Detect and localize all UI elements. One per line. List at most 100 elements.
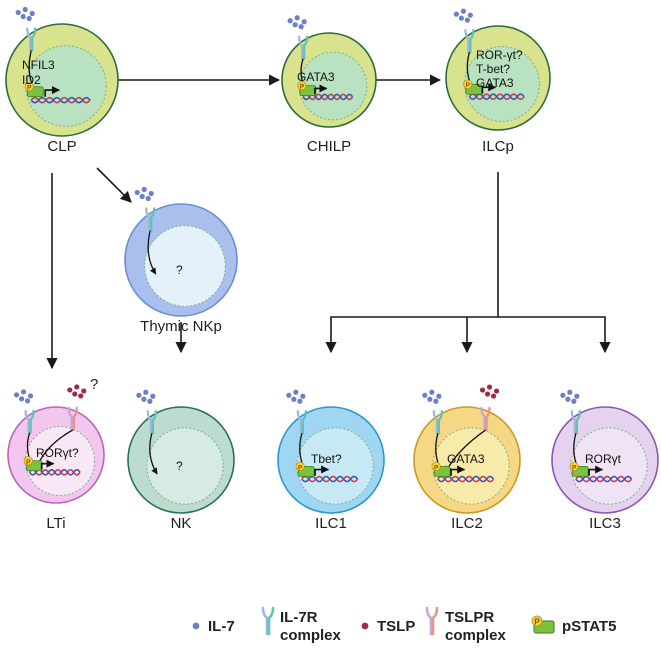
arrow-branch-to-ilc3: [498, 316, 611, 354]
il7r-complex-icon: [145, 207, 151, 232]
il7-dot: [25, 398, 31, 404]
il7-dot: [287, 18, 293, 24]
ilcp-label: ILCp: [482, 138, 514, 155]
legend: IL-7 IL-7R complex TSLP TSLPR complex P …: [192, 606, 616, 644]
clp-label: CLP: [47, 138, 76, 155]
tslp-dot: [479, 387, 486, 393]
pstat5-icon: P: [295, 461, 315, 477]
tslp-question-mark: ?: [90, 376, 98, 393]
thymic-nkp-label: Thymic NKp: [140, 318, 222, 335]
ilcp-factor-text: ROR-γt?: [476, 48, 523, 62]
legend-pstat5-label: pSTAT5: [562, 618, 616, 635]
pstat5-icon: P: [431, 461, 451, 477]
il7-dot: [460, 8, 466, 14]
tslp-dot: [490, 393, 497, 399]
cells: PNFIL3ID2CLPPGATA3CHILPPROR-γt?T-bet?GAT…: [5, 6, 659, 532]
lineage-arrows: [46, 74, 611, 370]
il7r-complex-icon: [432, 410, 438, 435]
il7-dot: [436, 393, 442, 399]
svg-text:P: P: [300, 84, 305, 91]
tslp-dot: [72, 391, 78, 397]
legend-il7-label: IL-7: [208, 618, 235, 635]
ilc1-factor-text: Tbet?: [311, 452, 342, 466]
legend-il7r-icon: [261, 606, 275, 636]
arrow-ilcp-branch: [325, 172, 499, 354]
tslpr-complex-icon: [480, 406, 486, 432]
il7-dot: [292, 22, 298, 28]
nk-label: NK: [171, 515, 192, 532]
pstat5-icon: P: [297, 81, 317, 97]
svg-text:P: P: [27, 85, 32, 92]
il7-dot: [141, 186, 147, 193]
legend-tslpr-label-1: TSLPR: [445, 609, 494, 626]
il7-dot: [422, 392, 428, 398]
thymic-nkp-factor-text: ?: [176, 263, 183, 277]
cell-nucleus: [296, 427, 374, 505]
svg-text:P: P: [26, 459, 31, 466]
pstat5-icon: P: [463, 79, 483, 95]
cell-thymic-nkp: ? Thymic NKp: [124, 186, 238, 335]
legend-tslpr-label-2: complex: [445, 627, 507, 644]
tslp-dot: [78, 393, 84, 399]
clp-factor-text: ID2: [22, 73, 41, 87]
il7-dot: [427, 396, 433, 402]
transcription-arrow: [44, 86, 60, 97]
tslp-dot: [486, 384, 493, 390]
il7r-complex-icon: [146, 410, 152, 435]
il7-dot: [574, 393, 580, 399]
il7-dot: [300, 393, 306, 399]
il7-dot: [298, 24, 304, 30]
cell-nucleus: [25, 45, 107, 127]
legend-il7-dot: [192, 622, 200, 630]
il7-dot: [571, 398, 577, 404]
chilp-factor-text: GATA3: [297, 70, 335, 84]
legend-il7r-label-2: complex: [280, 627, 342, 644]
lti-factor-text: RORγt?: [36, 446, 79, 460]
transcription-arrow: [481, 83, 497, 94]
pstat5-icon: P: [569, 461, 589, 477]
ilcp-factor-text: T-bet?: [476, 62, 510, 76]
legend-il7r-label-1: IL-7R: [280, 609, 318, 626]
cell-nucleus: [570, 427, 648, 505]
tslpr-complex-icon: [67, 406, 73, 432]
il7-dot: [148, 190, 154, 197]
il7-dot: [565, 396, 571, 402]
cell-nk: ?NK: [127, 389, 235, 532]
ilc1-label: ILC1: [315, 515, 347, 532]
tslp-dot: [81, 388, 87, 394]
il7r-complex-icon: [296, 410, 302, 435]
il7-dot: [433, 398, 439, 404]
il7r-complex-icon: [570, 410, 576, 435]
il7-dot: [293, 389, 299, 395]
pstat5-icon: P: [23, 456, 43, 472]
il7-dot: [14, 392, 20, 398]
tslp-dot: [67, 387, 73, 393]
cell-ilc1: P Tbet? ILC1: [277, 389, 385, 532]
ilc2-factor-text: GATA3: [447, 452, 485, 466]
transcription-arrow: [588, 465, 604, 476]
il7-dot: [136, 392, 142, 398]
il7-dot: [26, 15, 32, 22]
il7-dot: [286, 392, 292, 398]
cell-nucleus: [144, 225, 226, 307]
il7-dot: [291, 396, 297, 402]
cell-nucleus: [432, 427, 510, 505]
il7-dot: [19, 396, 25, 402]
il7-dot: [294, 15, 300, 21]
svg-text:P: P: [434, 464, 439, 471]
il7-dot: [134, 189, 140, 196]
signal-arrow: [149, 433, 158, 475]
il7-dot: [29, 10, 35, 17]
il7r-complex-icon: [464, 29, 470, 54]
il7-dot: [560, 392, 566, 398]
svg-text:P: P: [298, 464, 303, 471]
legend-tslpr-icon: [425, 606, 439, 636]
ilc3-factor-text: RORγt: [585, 452, 622, 466]
svg-text:P: P: [466, 82, 471, 89]
legend-tslp-dot: [361, 622, 369, 630]
